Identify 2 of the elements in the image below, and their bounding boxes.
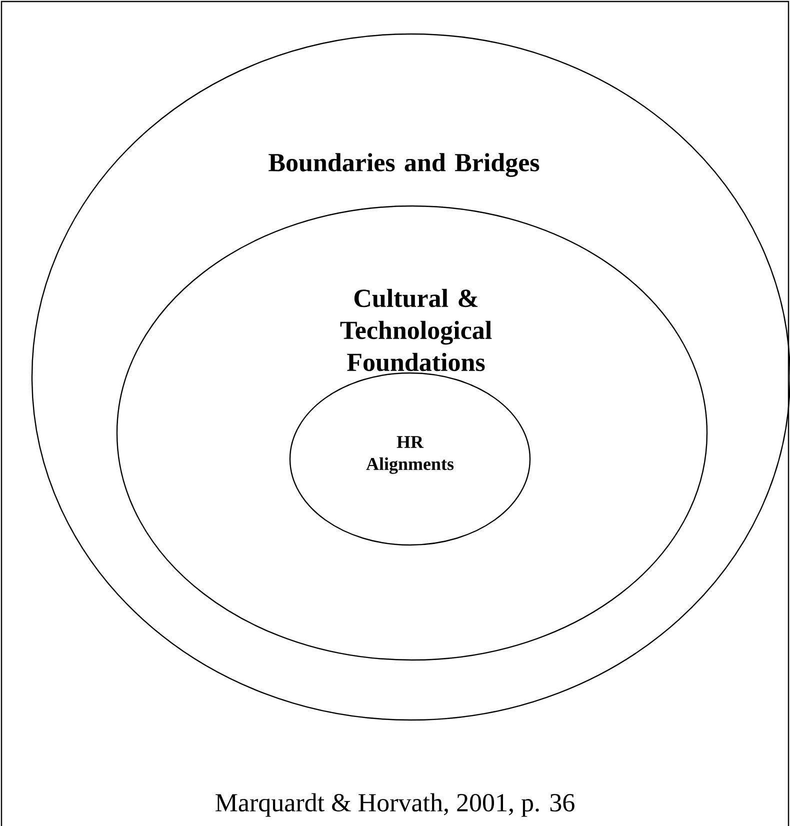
- caption: Marquardt & Horvath, 2001, p. 36: [216, 793, 574, 817]
- ellipse-ring: HR Alignments: [289, 372, 531, 546]
